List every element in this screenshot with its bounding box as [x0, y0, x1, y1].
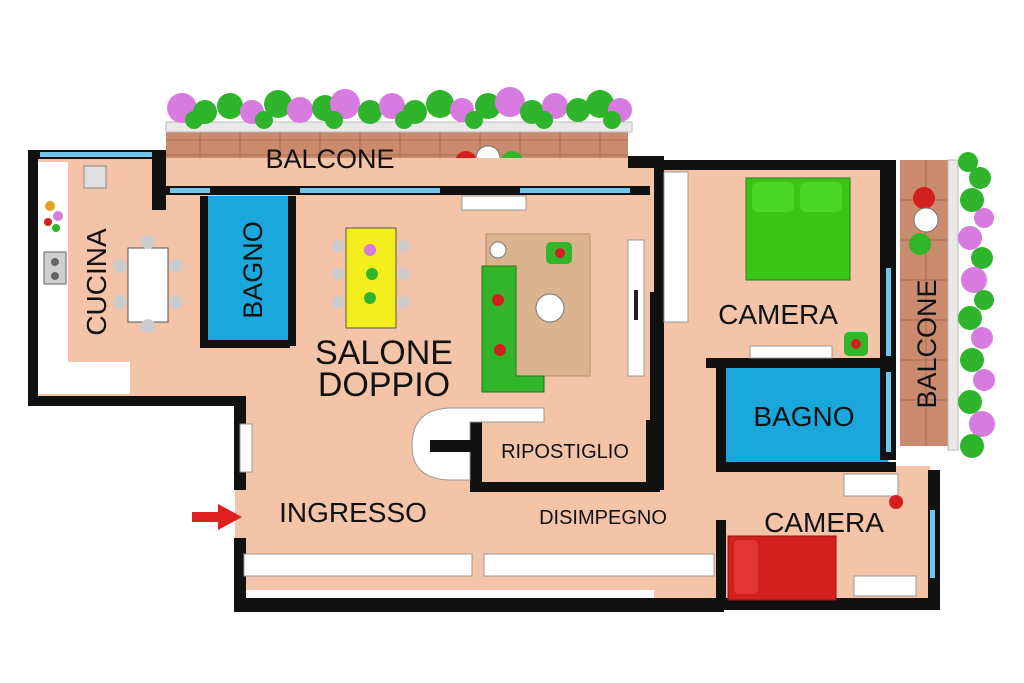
entrance-arrow-icon — [192, 504, 242, 530]
label-ripostiglio: RIPOSTIGLIO — [501, 441, 629, 463]
dining-table-kitchen — [113, 235, 183, 333]
kitchen-counter-bottom — [38, 362, 130, 394]
chair-camera-bottom — [889, 495, 903, 509]
tv — [634, 290, 638, 320]
bathroom-right-floor — [724, 368, 888, 464]
wardrobe-bottom — [853, 575, 917, 597]
bathroom-left-floor — [208, 196, 288, 342]
wardrobe-disimpegno — [483, 553, 715, 577]
label-bagno-right: BAGNO — [753, 401, 854, 432]
balcony-right-furniture — [909, 187, 939, 255]
label-cucina: CUCINA — [81, 228, 112, 336]
planters-top — [165, 87, 633, 133]
label-bagno-left: BAGNO — [238, 221, 268, 319]
dining-table-yellow — [332, 227, 410, 329]
coffee-table — [489, 241, 565, 323]
radiator-ingresso — [239, 423, 253, 473]
armchair-living — [546, 242, 572, 264]
sofa-green — [481, 265, 545, 393]
curved-counter — [411, 407, 545, 481]
label-camera-top: CAMERA — [718, 299, 838, 330]
wardrobe-top — [663, 171, 689, 323]
label-salone: SALONE — [315, 334, 453, 372]
label-balcone-right: BALCONE — [912, 279, 942, 408]
counter-bar — [430, 440, 472, 452]
radiator-living — [461, 195, 527, 211]
bed-red — [727, 535, 837, 601]
label-disimpegno: DISIMPEGNO — [539, 507, 667, 529]
label-camera-bottom: CAMERA — [764, 507, 884, 538]
label-balcone-top: BALCONE — [265, 144, 394, 174]
kitchen-fixtures — [43, 165, 107, 285]
label-ingresso: INGRESSO — [279, 497, 427, 528]
radiator-camera-top — [749, 345, 833, 359]
desk-camera-bottom — [843, 473, 899, 497]
planters-right — [958, 152, 995, 458]
armchair-camera-top — [844, 332, 868, 356]
bed-green — [745, 177, 851, 281]
windows — [40, 152, 935, 578]
label-doppio: DOPPIO — [318, 366, 450, 404]
wardrobe-ingresso — [243, 553, 473, 577]
